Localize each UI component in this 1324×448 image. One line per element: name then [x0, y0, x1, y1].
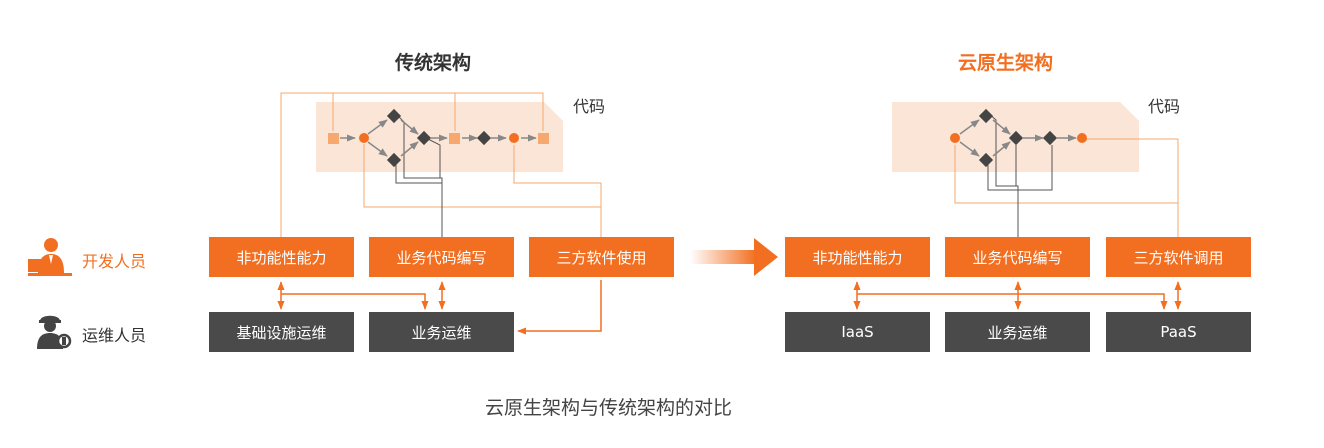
trad-nonfunctional-box: 非功能性能力 — [209, 237, 354, 277]
flow-node — [978, 108, 994, 124]
cloud-dev-ops-arrows — [853, 281, 1182, 310]
flow-node — [509, 133, 519, 143]
trad-business-code-box: 业务代码编写 — [369, 237, 514, 277]
right-arrow-icon — [690, 238, 778, 276]
trad-dev-ops-arrows — [277, 280, 602, 335]
trad-flow-arrows — [340, 119, 537, 157]
cloud-flow-arrows — [959, 119, 1077, 157]
flow-node — [978, 152, 994, 168]
flow-node — [386, 108, 402, 124]
diagram-caption: 云原生架构与传统架构的对比 — [485, 397, 733, 419]
flow-node — [1008, 130, 1024, 146]
cloud-business-code-box: 业务代码编写 — [945, 237, 1090, 277]
flow-node — [1042, 130, 1058, 146]
trad-business-ops-box: 业务运维 — [369, 312, 514, 352]
trad-third-party-box: 三方软件使用 — [529, 237, 674, 277]
cloud-native-code-label: 代码 — [1148, 97, 1181, 116]
traditional-code-label: 代码 — [573, 97, 606, 116]
flow-node — [328, 133, 339, 144]
trad-light-lines — [280, 92, 602, 237]
cloud-light-lines — [954, 138, 1179, 237]
cloud-nonfunctional-box: 非功能性能力 — [785, 237, 930, 277]
developer-role: 开发人员 — [26, 237, 146, 283]
flow-node — [359, 133, 369, 143]
operator-role: 运维人员 — [26, 311, 146, 357]
cloud-dark-lines — [987, 112, 1053, 237]
flow-node — [449, 133, 460, 144]
trad-nodes — [328, 108, 549, 168]
trad-dark-lines — [395, 113, 443, 237]
flow-node — [476, 130, 492, 146]
trad-infra-ops-box: 基础设施运维 — [209, 312, 354, 352]
cloud-iaas-box: IaaS — [785, 312, 930, 352]
cloud-third-party-box: 三方软件调用 — [1106, 237, 1251, 277]
operator-person-icon — [26, 311, 74, 357]
developer-person-icon — [26, 237, 74, 283]
flow-node — [950, 133, 960, 143]
cloud-business-ops-box: 业务运维 — [945, 312, 1090, 352]
cloud-nodes — [950, 108, 1087, 168]
developer-label: 开发人员 — [82, 252, 147, 271]
flow-node — [1077, 133, 1087, 143]
flow-node — [538, 133, 549, 144]
cloud-paas-box: PaaS — [1106, 312, 1251, 352]
operator-label: 运维人员 — [82, 326, 147, 345]
flow-node — [416, 130, 432, 146]
cloud-native-title: 云原生架构 — [958, 52, 1054, 74]
traditional-title: 传统架构 — [395, 52, 472, 74]
flow-node — [386, 152, 402, 168]
